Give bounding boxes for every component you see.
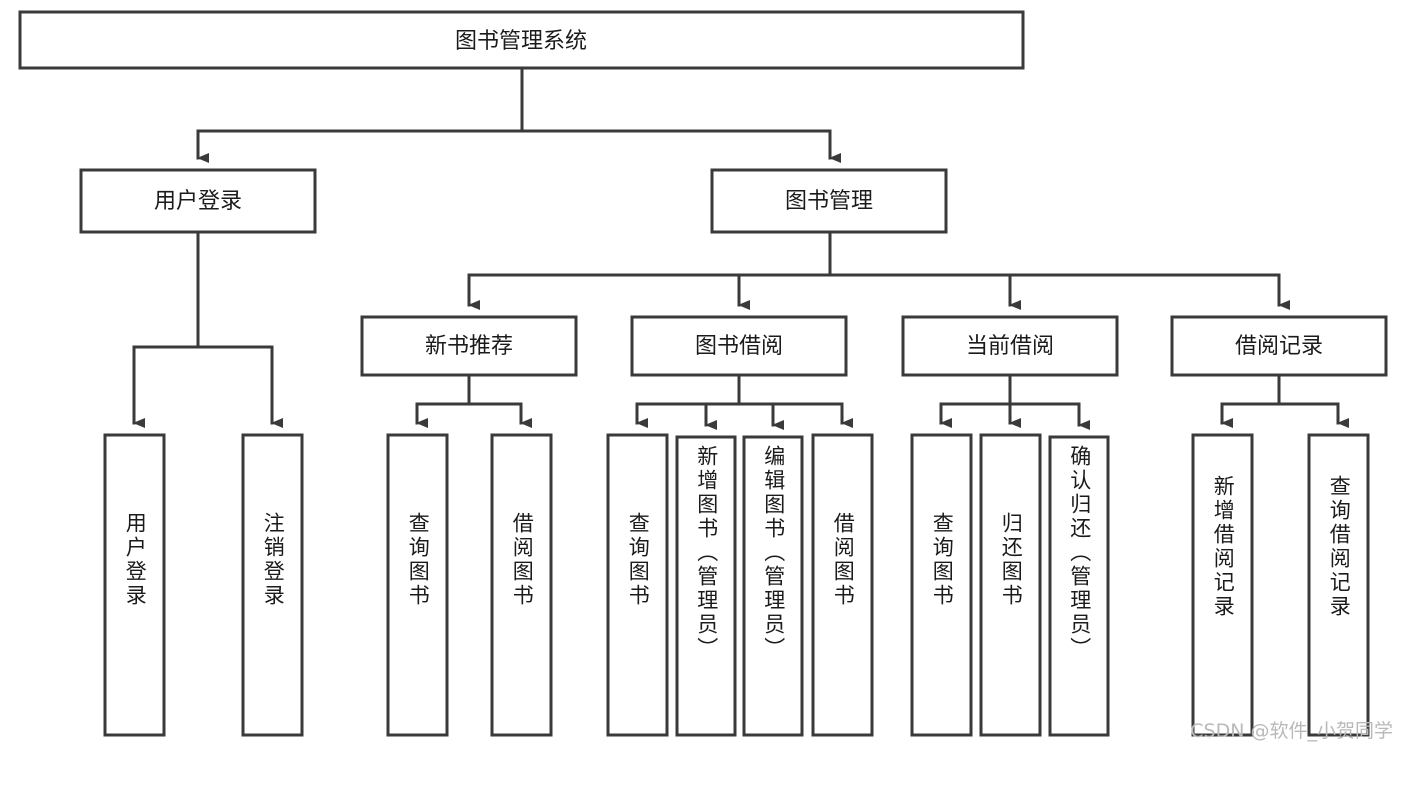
- leaf-boxes-book-borrow: [606, 433, 874, 737]
- leaf-query-book-1-box[interactable]: [386, 433, 449, 737]
- connector-group-current-borrow: [939, 373, 1090, 430]
- node-new-book-recommend[interactable]: 新书推荐: [360, 315, 578, 377]
- node-new-book-recommend-box[interactable]: [360, 315, 578, 377]
- leaf-query-borrow-record-box[interactable]: [1307, 433, 1370, 737]
- leaf-query-book-3-box[interactable]: [910, 433, 973, 737]
- node-user-login-box[interactable]: [79, 168, 317, 234]
- diagram-canvas: 图书管理系统 用户登录 图书管理 新书推荐 图书借阅 当前借阅 借阅记录: [18, 10, 1388, 737]
- leaf-boxes-new-book-recommend: [386, 433, 553, 737]
- node-book-borrow[interactable]: 图书借阅: [630, 315, 848, 377]
- connector-group-borrow-record: [1220, 373, 1349, 428]
- leaf-confirm-return-admin-box[interactable]: [1048, 435, 1110, 737]
- leaf-add-borrow-record-box[interactable]: [1191, 433, 1254, 737]
- node-borrow-record-box[interactable]: [1170, 315, 1388, 377]
- node-borrow-record-label: 借阅记录: [1235, 334, 1323, 359]
- connector-group-book-borrow: [635, 373, 853, 430]
- node-book-management-label: 图书管理: [785, 189, 873, 214]
- node-book-management[interactable]: 图书管理: [710, 168, 948, 234]
- leaf-borrow-book-2-box[interactable]: [811, 433, 874, 737]
- connector-group-user-login: [132, 230, 283, 428]
- leaf-user-login-box[interactable]: [103, 433, 166, 737]
- node-root-box[interactable]: [18, 10, 1025, 70]
- leaf-edit-book-admin-box[interactable]: [742, 435, 804, 737]
- leaf-boxes-borrow-record: [1191, 433, 1370, 737]
- node-current-borrow[interactable]: 当前借阅: [901, 315, 1119, 377]
- csdn-watermark: CSDN @软件_小贺同学: [1190, 720, 1393, 742]
- leaf-borrow-book-1-box[interactable]: [490, 433, 553, 737]
- leaf-logout-login-box[interactable]: [241, 433, 304, 737]
- leaf-boxes-current-borrow: [910, 433, 1110, 737]
- node-user-login[interactable]: 用户登录: [79, 168, 317, 234]
- connector-group-new-book-recommend: [415, 373, 532, 428]
- node-user-login-label: 用户登录: [154, 189, 242, 214]
- leaf-query-book-2-box[interactable]: [606, 433, 669, 737]
- connector-group-root: [196, 66, 841, 163]
- node-current-borrow-label: 当前借阅: [966, 334, 1054, 359]
- connector-group-book-management: [467, 230, 1290, 310]
- leaf-return-book-box[interactable]: [979, 433, 1042, 737]
- leaf-add-book-admin-box[interactable]: [675, 435, 737, 737]
- node-new-book-recommend-label: 新书推荐: [425, 334, 513, 359]
- node-book-borrow-label: 图书借阅: [695, 334, 783, 359]
- node-book-borrow-box[interactable]: [630, 315, 848, 377]
- functional-structure-diagram: 图书管理系统 用户登录 图书管理 新书推荐 图书借阅 当前借阅 借阅记录: [18, 10, 1393, 742]
- node-root[interactable]: 图书管理系统: [18, 10, 1025, 70]
- leaf-boxes-user-login: [103, 433, 304, 737]
- node-root-label: 图书管理系统: [455, 29, 587, 54]
- node-current-borrow-box[interactable]: [901, 315, 1119, 377]
- node-book-management-box[interactable]: [710, 168, 948, 234]
- node-borrow-record[interactable]: 借阅记录: [1170, 315, 1388, 377]
